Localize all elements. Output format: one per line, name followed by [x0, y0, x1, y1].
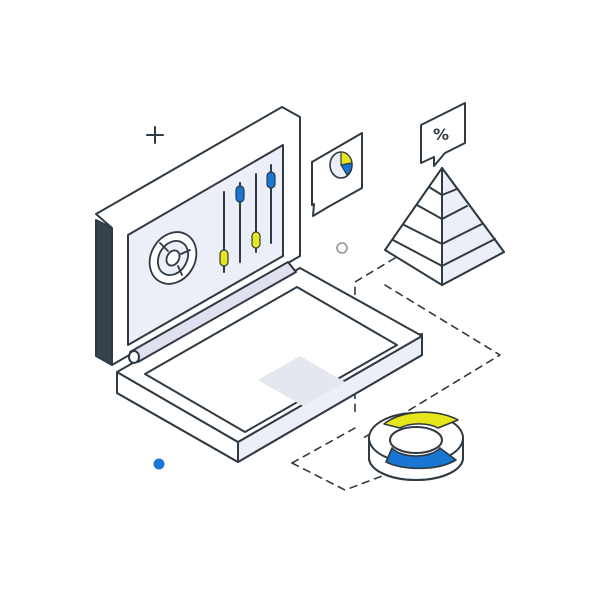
- slider-knob-yellow-1: [219, 249, 229, 267]
- equalizer-sliders-icon: [219, 164, 276, 273]
- keyboard-area: [144, 286, 398, 433]
- pyramid-chart-icon: [384, 167, 505, 286]
- percent-badge-text: %: [433, 125, 449, 144]
- slider-knob-blue-1: [235, 185, 245, 203]
- trackpad: [258, 356, 345, 406]
- laptop-icon: [95, 106, 423, 463]
- slider-knob-yellow-2: [251, 231, 261, 249]
- percent-badge-icon: [420, 102, 466, 167]
- plus-sparkle-icon: [146, 126, 164, 144]
- ring-dot-icon: [336, 242, 348, 254]
- blue-dot-icon: [153, 458, 165, 470]
- slider-knob-blue-2: [266, 171, 276, 189]
- pie-chart-bubble-icon: [311, 132, 363, 217]
- gauge-icon: [148, 231, 198, 285]
- donut-chart-icon: [368, 411, 464, 481]
